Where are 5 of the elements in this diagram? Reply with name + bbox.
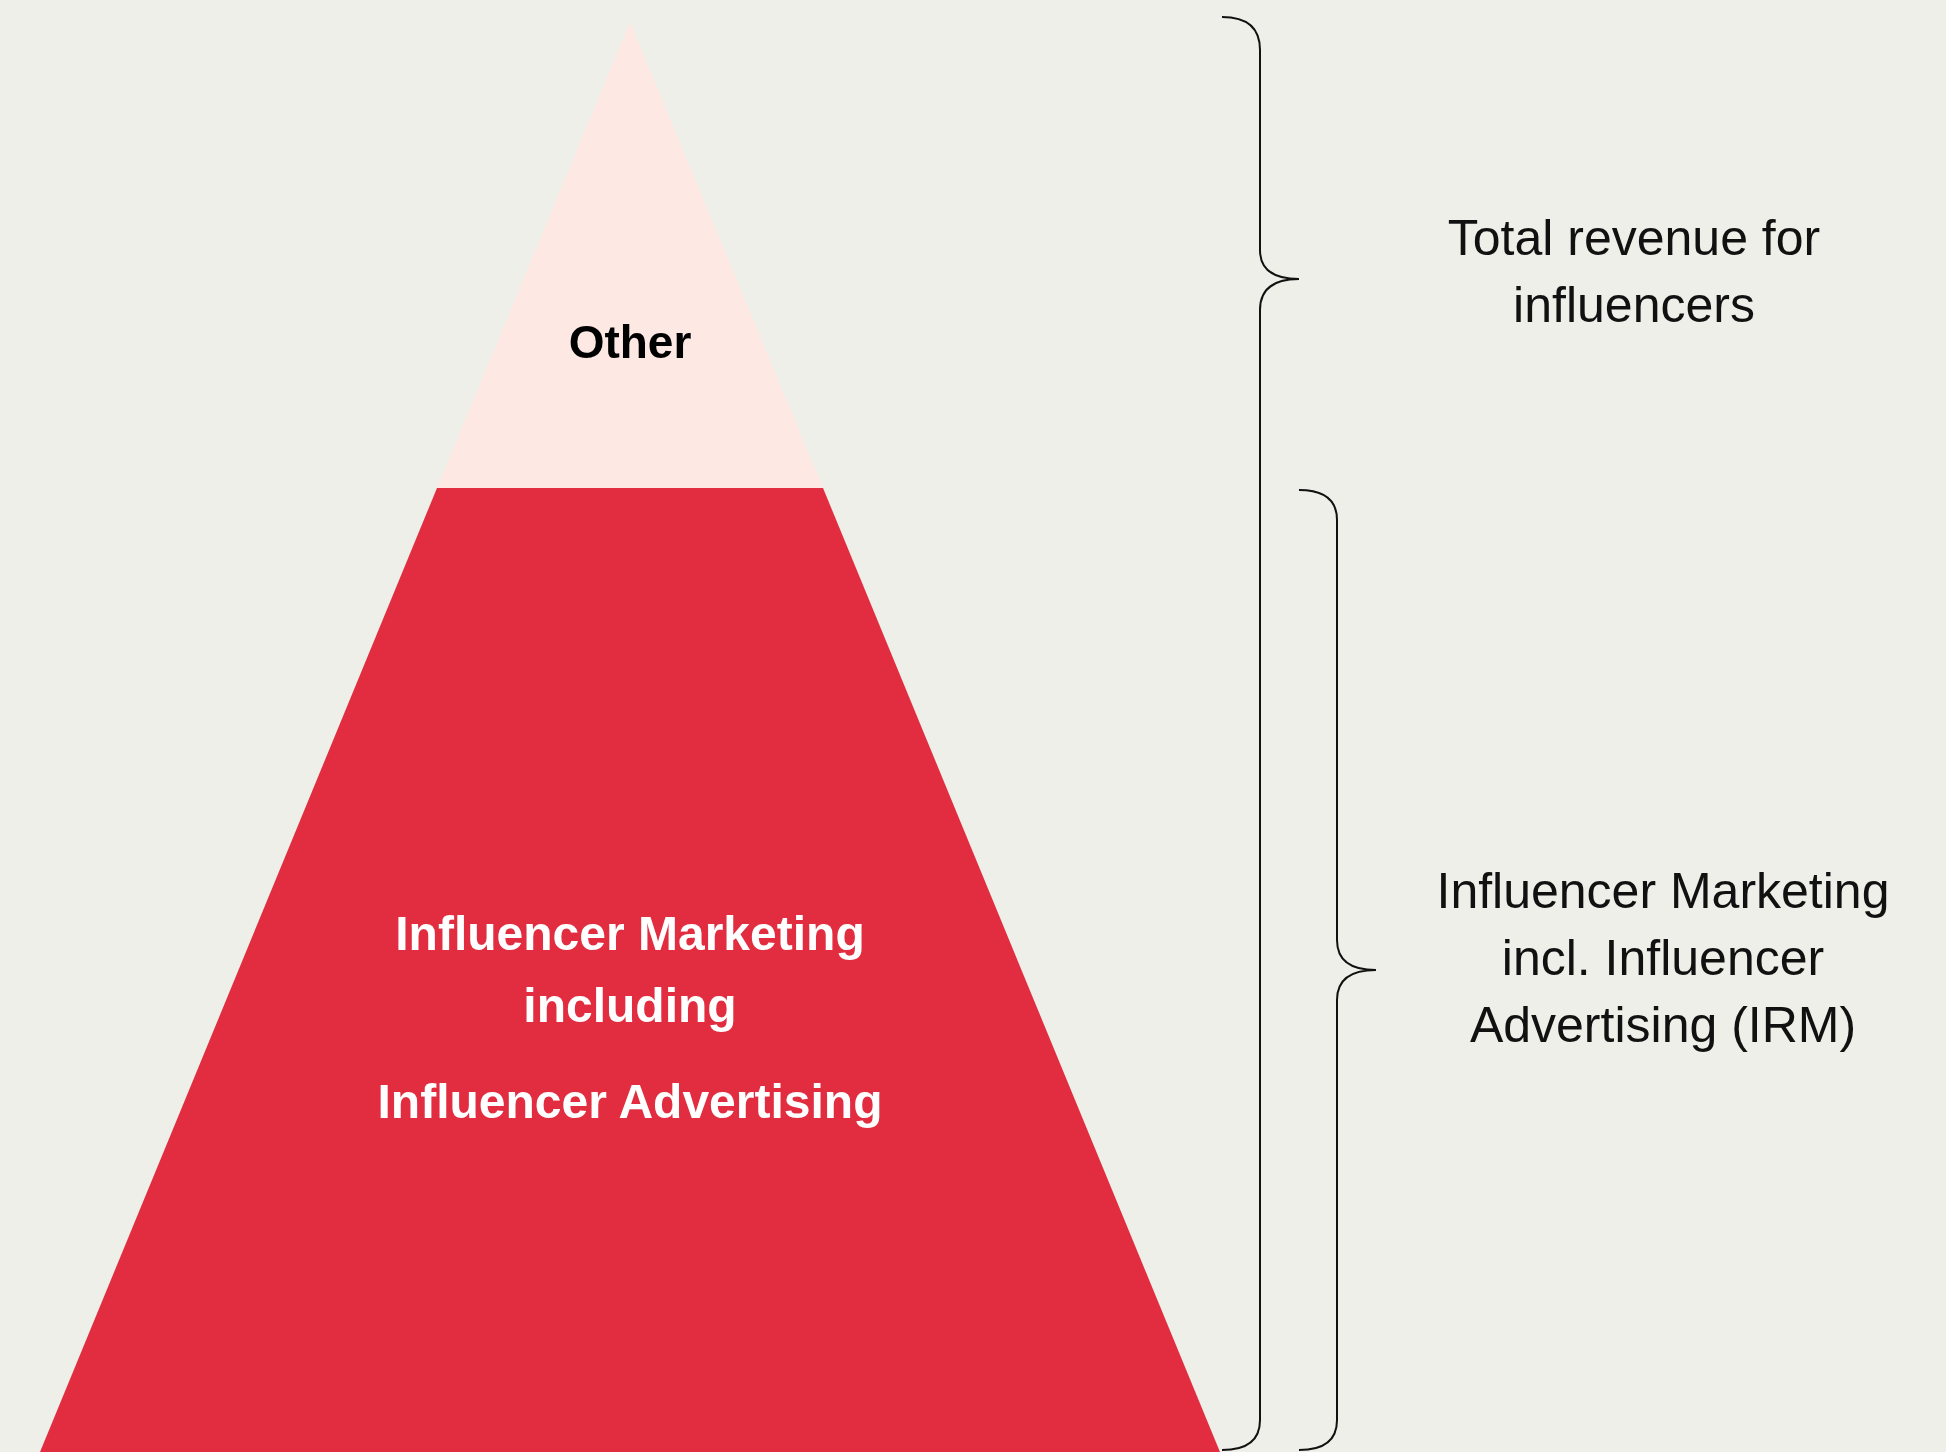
segment-label: Influencer Marketing including — [394, 906, 866, 1034]
segment-label: Influencer Advertising — [376, 1074, 884, 1130]
bracket-label: Total revenue for influencers — [1446, 209, 1822, 335]
segment-label: Other — [567, 315, 693, 370]
bracket-label: Influencer Marketing incl. Influencer Advertising (IRM) — [1435, 862, 1891, 1055]
